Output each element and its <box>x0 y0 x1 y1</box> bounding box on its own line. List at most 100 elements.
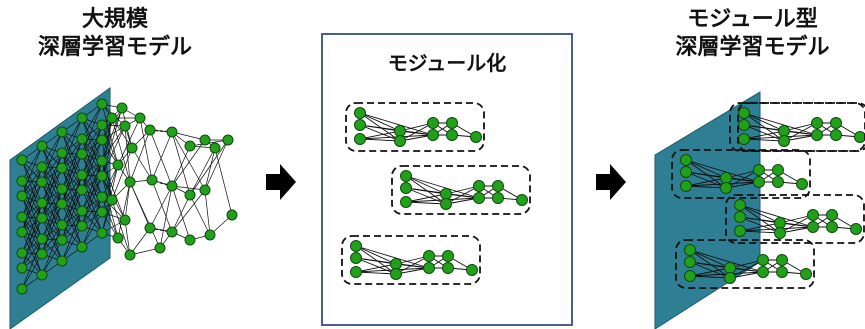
connection-line <box>111 199 131 256</box>
connection-line <box>81 196 103 227</box>
connection-line <box>171 145 191 187</box>
neuron-node <box>796 178 808 190</box>
connection-line <box>171 194 191 233</box>
connection-line <box>171 189 206 233</box>
connection-line <box>41 152 63 183</box>
connection-line <box>41 167 63 219</box>
connection-line <box>129 227 151 256</box>
connection-line <box>171 139 206 187</box>
modularization-box <box>321 33 573 326</box>
neuron-node <box>390 268 402 280</box>
connection-line <box>81 103 103 155</box>
neuron-node <box>390 258 402 270</box>
right-title-line2: 深層学習モデル <box>675 35 830 60</box>
neuron-node <box>738 119 750 131</box>
connection-line <box>81 175 103 227</box>
module-set <box>341 102 531 285</box>
neuron-node <box>807 221 819 233</box>
connection-line <box>61 189 83 241</box>
neuron-node <box>16 211 28 223</box>
connection-line <box>101 125 126 177</box>
connection-line <box>21 238 43 269</box>
neuron-node <box>427 129 439 141</box>
connection-line <box>111 117 133 149</box>
connection-line <box>689 249 731 269</box>
dashed-link <box>149 179 173 187</box>
neuron-node <box>680 154 692 166</box>
neuron-node <box>209 142 221 154</box>
neuron-node <box>772 176 784 188</box>
neuron-node <box>76 241 88 253</box>
neuron-node <box>56 255 68 267</box>
connection-line <box>445 185 480 205</box>
connection-line <box>739 204 781 234</box>
neuron-node <box>774 217 786 229</box>
connection-line <box>204 147 216 191</box>
connection-line <box>159 185 173 249</box>
connection-line <box>729 259 764 279</box>
connection-line <box>685 159 760 183</box>
neuron-node <box>774 227 786 239</box>
connection-line <box>189 147 216 196</box>
connection-line <box>359 124 401 142</box>
connection-line <box>171 131 206 191</box>
connection-line <box>685 159 727 189</box>
connection-line <box>61 225 83 262</box>
neuron-node <box>36 161 48 173</box>
connection-line <box>151 179 173 233</box>
connection-line <box>689 267 731 277</box>
neuron-node <box>830 117 842 129</box>
neuron-node <box>199 134 211 146</box>
connection-line <box>171 185 206 191</box>
connection-line <box>61 138 83 190</box>
connection-line <box>689 249 731 279</box>
neuron-node <box>222 134 234 146</box>
connection-line <box>41 131 63 183</box>
neuron-node <box>36 176 48 188</box>
connection-line <box>689 261 731 279</box>
connection-line <box>129 129 151 183</box>
connection-line <box>21 145 43 182</box>
module-dashed-box <box>725 194 865 244</box>
neuron-node <box>350 240 362 252</box>
neuron-node <box>440 188 452 200</box>
connection-line <box>101 164 119 213</box>
neuron-node <box>516 194 528 206</box>
module-dashed-box <box>391 165 531 215</box>
connection-line <box>41 152 63 204</box>
neuron-node <box>807 209 819 221</box>
neuron-node <box>400 196 412 208</box>
neuron-node <box>400 182 412 194</box>
neuron-node <box>36 140 48 152</box>
neuron-node <box>96 206 108 218</box>
neuron-node <box>76 220 88 232</box>
neuron-node <box>36 269 48 281</box>
connection-line <box>101 124 119 166</box>
right-panel-title: モジュール型 深層学習モデル <box>640 6 865 62</box>
connection-line <box>111 147 133 201</box>
connection-line <box>189 194 211 236</box>
neuron-node <box>492 192 504 204</box>
neuron-node <box>36 212 48 224</box>
neuron-node <box>473 180 485 192</box>
connection-line <box>405 193 447 203</box>
connection-line <box>101 117 113 177</box>
neuron-node <box>144 222 156 234</box>
connection-line <box>405 175 447 195</box>
connection-line <box>685 185 727 189</box>
connection-line <box>355 245 430 269</box>
module-dashed-box <box>671 149 811 199</box>
connection-line <box>359 130 401 140</box>
neuron-node <box>734 211 746 223</box>
connection-line <box>405 175 480 199</box>
connection-line <box>355 271 397 275</box>
connection-line <box>101 107 123 141</box>
connection-line <box>61 174 83 226</box>
neuron-node <box>96 227 108 239</box>
connection-line <box>81 160 103 212</box>
connection-line <box>149 185 173 229</box>
neuron-node <box>854 131 865 143</box>
connection-line <box>359 112 401 142</box>
neuron-node <box>354 133 366 145</box>
connection-line <box>405 175 447 205</box>
